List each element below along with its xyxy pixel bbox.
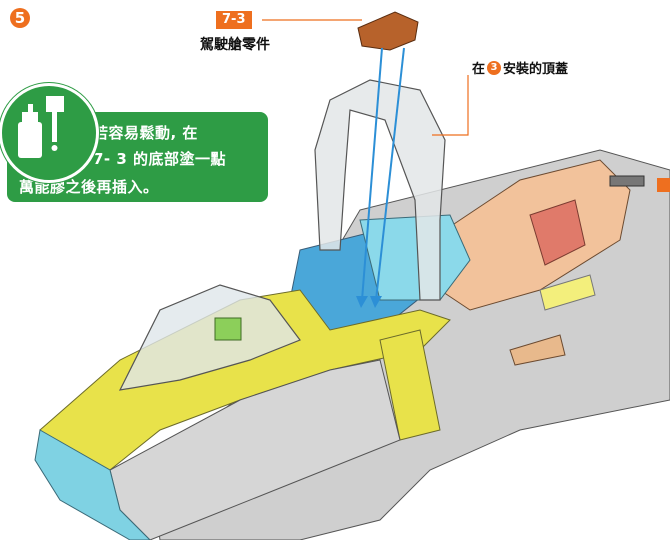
arrow-line-right — [375, 47, 405, 301]
step-number-badge: 5 — [10, 8, 30, 28]
seat-part — [214, 317, 242, 341]
part-name: 駕駛艙零件 — [200, 37, 270, 53]
canopy-leader-line — [432, 75, 469, 136]
arrow-line-left — [361, 47, 383, 301]
side-cone — [509, 334, 566, 366]
canopy — [314, 79, 446, 301]
canopy-label-text: 安裝的頂蓋 — [503, 62, 569, 77]
canopy-label: 在 3 安裝的頂蓋 — [472, 58, 568, 77]
probe-connector — [609, 175, 645, 187]
nose-tip — [34, 429, 151, 540]
canopy-step-badge: 3 — [487, 60, 502, 75]
tip-line-1: 若容易鬆動, 在 — [93, 124, 198, 142]
windscreen — [118, 284, 301, 391]
next-step-marker — [657, 178, 670, 192]
canopy-label-prefix: 在 — [472, 62, 486, 77]
yellow-band — [379, 329, 441, 441]
arrow-head-right — [370, 296, 382, 308]
red-panel — [529, 199, 586, 266]
upper-skin — [429, 159, 631, 311]
part-tag: 7-3 — [216, 11, 252, 29]
part-7-3 — [357, 11, 419, 51]
glue-icon — [0, 83, 99, 183]
side-yellow-panel — [539, 274, 596, 311]
arrow-head-left — [356, 296, 368, 308]
tip-line-2: 7- 3 的底部塗一點 — [93, 150, 227, 168]
